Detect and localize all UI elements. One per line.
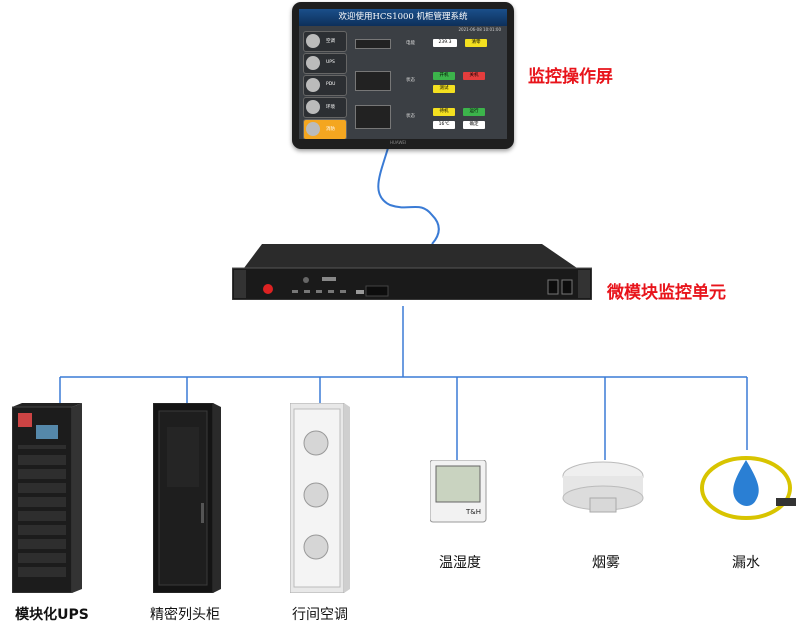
run-button[interactable]: 运行 [463, 108, 485, 116]
micro-module-controller [232, 242, 592, 300]
row1-label: 电能 [406, 41, 415, 46]
screen-date: 2021-06-08 10:01:00 [458, 27, 501, 32]
row2-label: 状态 [406, 78, 415, 83]
fire-icon [306, 122, 320, 136]
inrow-ac-image [290, 403, 350, 593]
ups-icon [306, 56, 320, 70]
ac-device-image [355, 105, 391, 129]
nav-button-ac[interactable]: 空调 [303, 31, 347, 52]
label-inrow-ac: 行间空调 [292, 607, 348, 623]
row3-label: 状态 [406, 114, 415, 119]
setpoint-value[interactable]: 16℃ [433, 121, 455, 129]
label-temp-humidity: 温湿度 [439, 555, 481, 571]
label-smoke: 烟雾 [592, 555, 620, 571]
env-icon [306, 100, 320, 114]
nav-button-pdu[interactable]: PDU [303, 75, 347, 96]
monitor-tablet: 欢迎使用HCS1000 机柜管理系统 2021-06-08 10:01:00 空… [292, 2, 514, 149]
nav-button-env[interactable]: 环境 [303, 97, 347, 118]
modular-ups-image [12, 403, 82, 593]
energy-value: 239.3 [433, 39, 457, 47]
standby-button[interactable]: 待机 [433, 108, 455, 116]
ups-device-image [355, 71, 391, 91]
confirm-button[interactable]: 确定 [463, 121, 485, 129]
nav-button-fire[interactable]: 消防 [303, 119, 347, 139]
nav-button-ups[interactable]: UPS [303, 53, 347, 74]
test-button[interactable]: 测试 [433, 85, 455, 93]
label-modular-ups: 模块化UPS [15, 607, 89, 623]
monitor-screen: 欢迎使用HCS1000 机柜管理系统 2021-06-08 10:01:00 空… [299, 9, 507, 139]
pdu-device-image [355, 39, 391, 49]
controller-body [232, 244, 592, 300]
sensor-text: T&H [466, 508, 481, 516]
tablet-cable [377, 147, 440, 245]
pdu-icon [306, 78, 320, 92]
water-leak-sensor-image [696, 448, 800, 528]
ac-icon [306, 34, 320, 48]
power-on-button[interactable]: 开机 [433, 72, 455, 80]
smoke-detector-image [560, 458, 646, 522]
power-off-button[interactable]: 关机 [463, 72, 485, 80]
temp-humidity-sensor-image: T&H [430, 460, 488, 524]
screen-title: 欢迎使用HCS1000 机柜管理系统 [299, 9, 507, 26]
controller-label: 微模块监控单元 [607, 283, 726, 303]
clear-button[interactable]: 清零 [465, 39, 487, 47]
label-water-leak: 漏水 [732, 555, 760, 571]
monitor-screen-label: 监控操作屏 [528, 67, 613, 87]
power-button-icon [263, 284, 273, 294]
label-precision-cabinet: 精密列头柜 [150, 607, 220, 623]
tablet-brand: HUAWEI [390, 140, 407, 145]
precision-cabinet-image [153, 403, 221, 593]
